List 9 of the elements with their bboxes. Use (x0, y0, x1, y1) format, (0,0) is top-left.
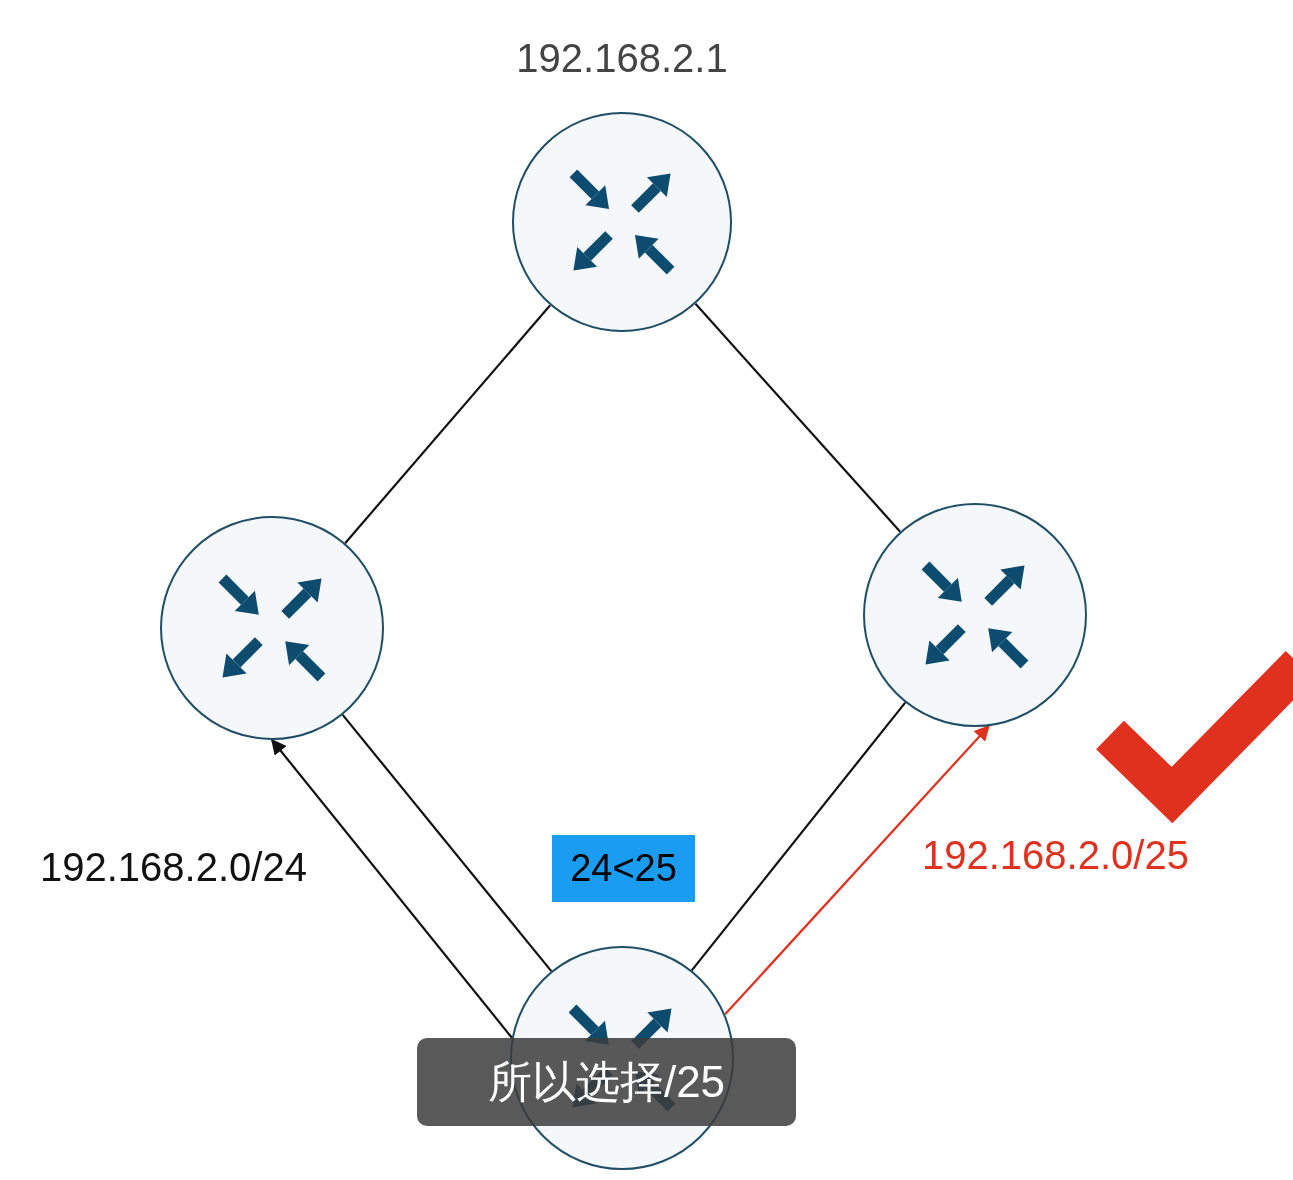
ip-address-label: 192.168.2.1 (516, 36, 728, 81)
link-line (690, 701, 907, 972)
link-line (694, 303, 901, 533)
comparison-note: 24<25 (552, 835, 695, 902)
link-line (344, 304, 551, 544)
arrow (271, 738, 513, 1039)
arrow (724, 725, 990, 1016)
link-line (341, 714, 553, 972)
subtitle-caption: 所以选择/25 (417, 1038, 796, 1126)
